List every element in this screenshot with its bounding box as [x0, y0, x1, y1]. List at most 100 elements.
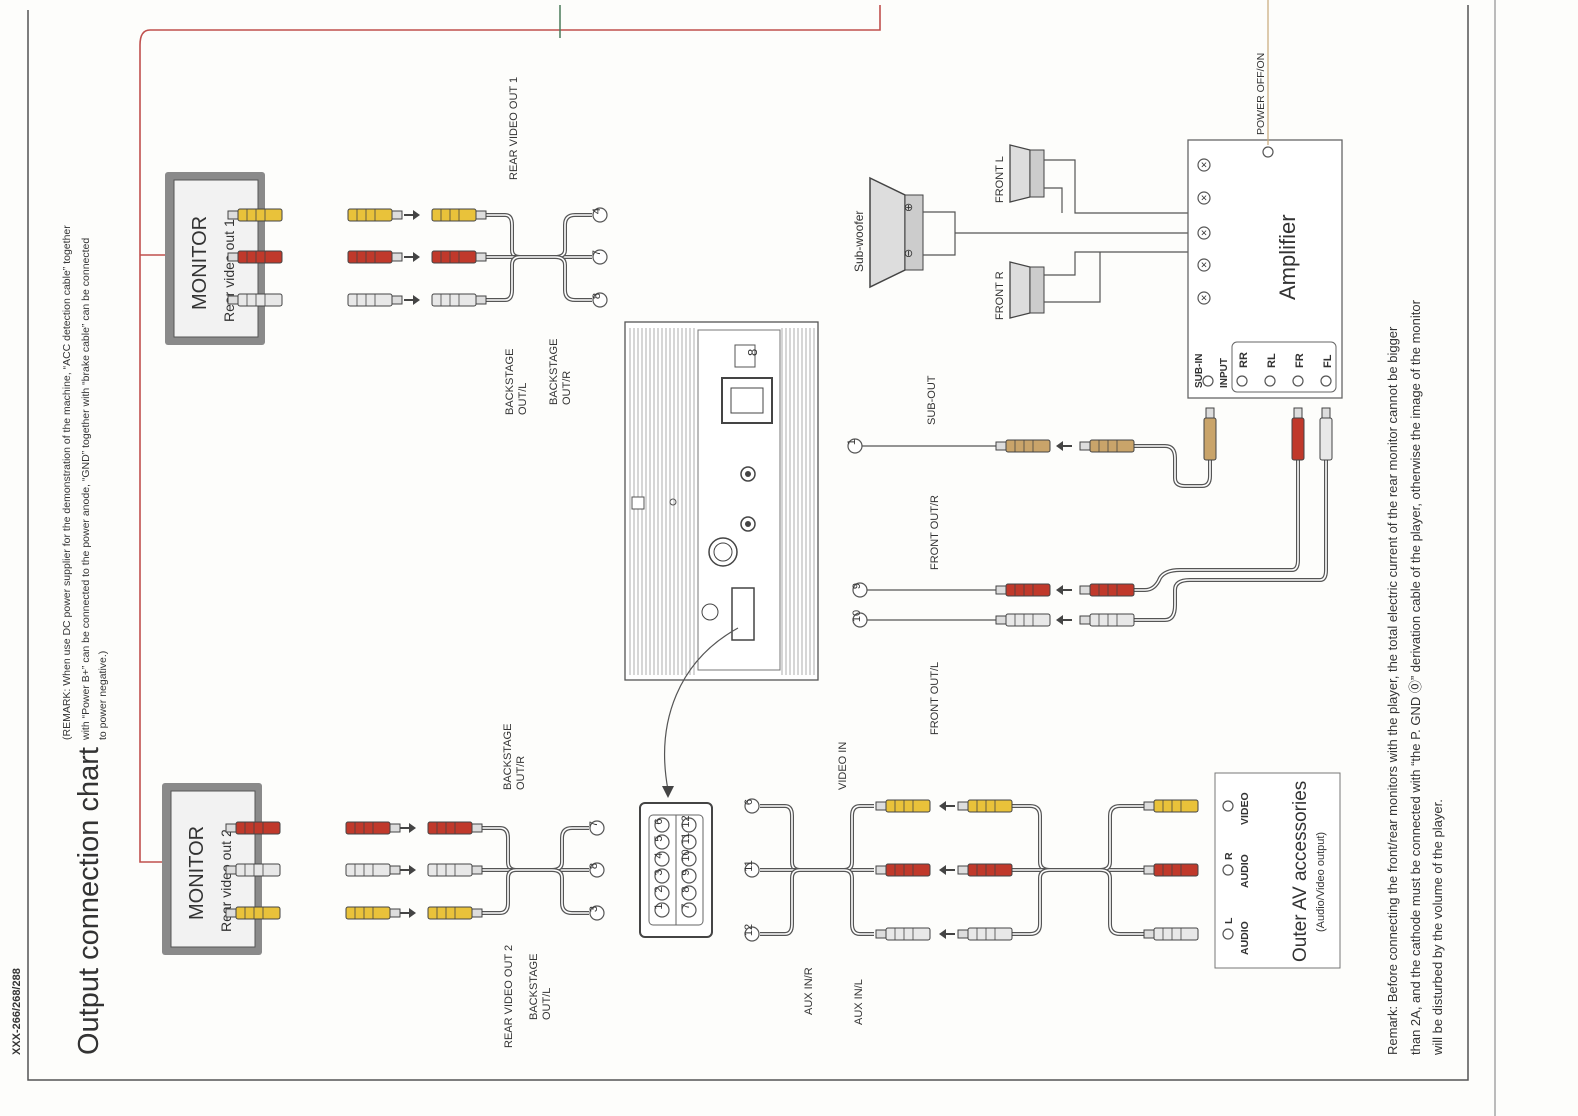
plug-tip — [1079, 441, 1091, 451]
plug-body — [967, 863, 1013, 877]
rca-plug — [995, 583, 1051, 597]
plug-body — [1153, 799, 1199, 813]
plug-body — [885, 863, 931, 877]
connector-pin-number: 9 — [680, 869, 692, 875]
cable-core — [1099, 869, 1144, 935]
rca-plug — [1079, 583, 1135, 597]
label-front-l: FRONT L — [994, 156, 1006, 203]
arrow-icon — [409, 908, 416, 918]
plug-tip — [389, 908, 401, 918]
model-number: XXX-266/268/288 — [11, 968, 23, 1055]
outer-av-title: Outer AV accessories — [1290, 781, 1311, 962]
remark-top-line: (REMARK: When use DC power supplier for … — [61, 225, 73, 740]
amplifier-title: Amplifier — [1275, 214, 1300, 300]
plug-tip — [227, 295, 239, 305]
plug-tip — [475, 252, 487, 262]
cable — [1099, 868, 1144, 936]
label-backstage-out-r-2: OUT/R — [515, 756, 527, 790]
cable — [1012, 868, 1051, 936]
cable — [482, 868, 517, 915]
label-front-r: FRONT R — [994, 271, 1006, 320]
page-title: Output connection chart — [73, 747, 105, 1055]
amplifier: Amplifier POWER OFF/ON ××××× SUB-IN INPU… — [1187, 0, 1343, 399]
connector-pin — [654, 817, 670, 833]
label-front-out-r: FRONT OUT/R — [929, 495, 941, 570]
pin-circle — [847, 438, 863, 454]
speaker-terminal — [1197, 191, 1211, 205]
remark-top-line: to power negative.) — [97, 651, 109, 740]
arrow-icon — [939, 865, 946, 875]
arrow-icon — [413, 210, 420, 220]
plug-tip — [957, 865, 969, 875]
rca-plug — [875, 799, 931, 813]
arrow-icon — [413, 252, 420, 262]
cable — [760, 868, 801, 936]
connector-pin-number: 8 — [680, 886, 692, 892]
plug-body — [1005, 613, 1051, 627]
arrow-icon — [939, 929, 946, 939]
connector-pin — [654, 885, 670, 901]
head-unit-rear: 8 — [624, 321, 819, 681]
label-rear-video-out-1: REAR VIDEO OUT 1 — [508, 77, 520, 180]
plug-tip — [471, 823, 483, 833]
cable — [760, 804, 874, 872]
plug-tip — [957, 801, 969, 811]
cable-core — [482, 869, 517, 914]
plug-body — [237, 208, 283, 222]
connector-pin — [681, 851, 697, 867]
rca-plug — [345, 863, 401, 877]
rca-plug — [225, 906, 281, 920]
plug-body — [345, 863, 391, 877]
connector-pin-number: 10 — [680, 849, 692, 861]
plug-body — [1319, 417, 1333, 461]
cable — [554, 213, 592, 259]
terminal-x-icon: × — [1201, 293, 1207, 305]
plug-tip — [389, 823, 401, 833]
plug-body — [431, 293, 477, 307]
label-l: L — [1223, 917, 1235, 924]
plug-tip — [225, 865, 237, 875]
input-jack-icon — [1292, 375, 1304, 387]
cable — [485, 213, 592, 259]
pin-circle — [852, 582, 868, 598]
remark-top-line: with “Power B+” can be connected to the … — [80, 238, 92, 741]
plug-tip — [875, 865, 887, 875]
input-label: FR — [1294, 353, 1306, 368]
rca-plug — [957, 799, 1013, 813]
rca-plug — [957, 927, 1013, 941]
arrow-icon — [939, 801, 946, 811]
plug-tip — [1143, 865, 1155, 875]
pin-number: 11 — [743, 860, 755, 871]
plug-tip — [389, 865, 401, 875]
plug-body — [1203, 417, 1217, 461]
plug-tip — [225, 908, 237, 918]
plug-tip — [475, 210, 487, 220]
plug-body — [1089, 583, 1135, 597]
rca-plug — [875, 927, 931, 941]
plug-tip — [875, 929, 887, 939]
front-right-speaker: FRONT R — [994, 261, 1045, 320]
pin-number: 6 — [743, 799, 755, 805]
input-label: FL — [1322, 354, 1334, 368]
connector-pin — [681, 902, 697, 918]
cable — [482, 826, 589, 872]
arrow-icon — [409, 865, 416, 875]
terminal-x-icon: × — [1201, 193, 1207, 205]
input-jack-icon — [1236, 375, 1248, 387]
pin-number: 1 — [846, 439, 858, 445]
rca-plug — [227, 293, 283, 307]
svg-text:⊕: ⊕ — [903, 203, 915, 212]
speaker-wires — [923, 159, 1195, 303]
power-wire — [139, 5, 881, 863]
cable-core — [843, 869, 874, 935]
plug-body — [967, 927, 1013, 941]
pin-number: 7 — [588, 821, 600, 827]
plug-body — [1153, 927, 1199, 941]
input-jack-icon — [1264, 375, 1276, 387]
arrow-icon — [1056, 585, 1063, 595]
label-backstage-out-l: BACKSTAGE — [504, 349, 516, 415]
pin-circle — [589, 905, 605, 921]
monitor-2: MONITOR Rear video out 2 — [162, 783, 262, 955]
plug-body — [427, 821, 473, 835]
plug-tip — [227, 252, 239, 262]
